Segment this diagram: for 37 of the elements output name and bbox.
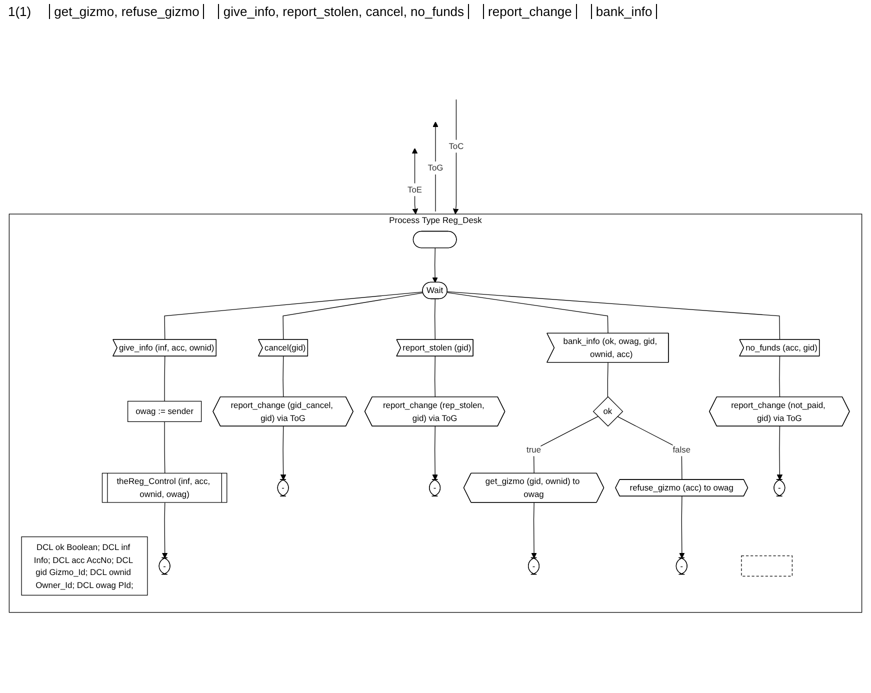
node-note [741, 555, 793, 577]
connector [164, 421, 166, 474]
connector [617, 416, 682, 480]
connector [164, 292, 424, 340]
arrow [452, 99, 459, 214]
connector [282, 292, 424, 340]
arrow [162, 502, 168, 558]
arrow [280, 426, 286, 480]
connector [533, 416, 598, 474]
arrow [432, 426, 438, 480]
arrow [531, 502, 537, 558]
connector [164, 356, 166, 402]
arrow [776, 426, 783, 480]
arrow [412, 148, 418, 214]
signal-list: bank_info [590, 4, 658, 19]
arrow [679, 496, 685, 558]
edge-label: ToC [448, 141, 464, 151]
edge-label: ToG [428, 162, 444, 173]
arrow [432, 122, 438, 212]
signal-list: report_change [483, 4, 577, 19]
node-box: DCL ok Boolean; DCL inf Info; DCL acc AccNo; DCL gid Gizmo_Id; DCL ownid Owner_Id; DCL owag PId; [21, 536, 148, 596]
edge-label: false [672, 444, 691, 454]
arrow [432, 248, 438, 283]
connector [446, 292, 608, 334]
node-diamond: ok [592, 396, 624, 427]
signal-list: give_info, report_stolen, cancel, no_funds [218, 4, 470, 19]
connector [447, 291, 780, 340]
connector [434, 356, 436, 398]
connector [434, 298, 436, 340]
signal-list: get_gizmo, refuse_gizmo [49, 4, 204, 19]
edge-label: ToE [408, 184, 422, 194]
connector [282, 356, 284, 398]
edge-label: true [526, 444, 542, 454]
connector [779, 356, 780, 398]
connector [607, 362, 608, 398]
page-number: 1(1) [7, 4, 32, 19]
node-box: owag := sender [127, 400, 202, 422]
